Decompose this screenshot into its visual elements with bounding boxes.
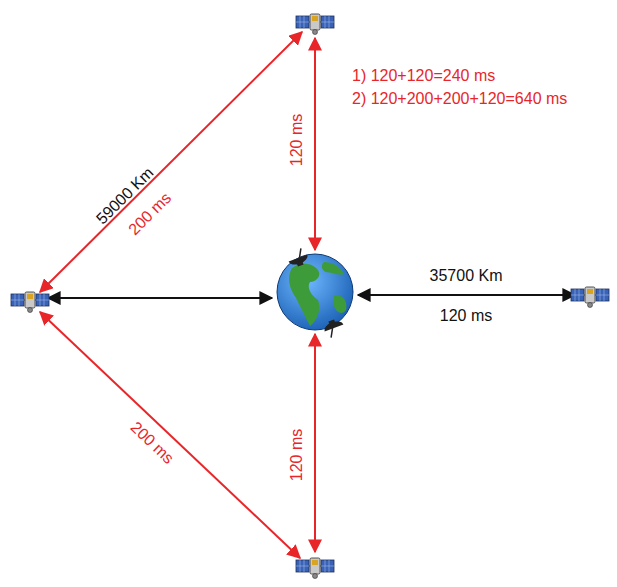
satellite-icon [11,292,49,313]
delay-label: 120 ms [288,429,306,481]
link-arrow [314,38,316,250]
distance-label: 35700 Km [430,267,503,285]
earth-globe [277,254,353,330]
ground-antenna [322,317,346,339]
satellite-icon [571,287,609,308]
ground-antenna [286,247,310,269]
link-arrow [48,297,272,299]
delay-label: 120 ms [440,307,492,325]
link-arrow [40,32,302,292]
satellite-icon [296,14,334,35]
delay-label: 200 ms [127,418,177,467]
calculation-note: 2) 120+200+200+120=640 ms [352,90,567,108]
link-arrow [358,294,575,296]
satellite-icon [296,558,334,579]
calculation-note: 1) 120+120=240 ms [352,67,495,85]
link-arrow [40,312,300,558]
delay-label: 120 ms [288,114,306,166]
link-arrow [314,334,316,552]
